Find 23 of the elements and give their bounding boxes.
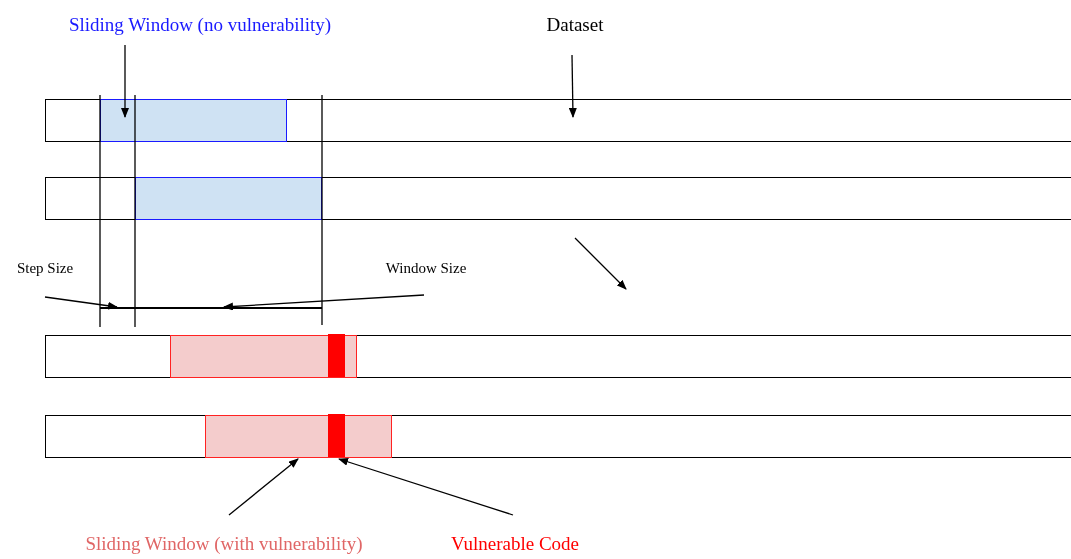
vulnerable-code-bar [328,334,345,377]
arrow [568,54,577,118]
window-box [169,334,357,378]
window-box [99,98,287,142]
dataset-strip [45,177,1071,220]
text-label: Sliding Window (with vulnerability) [85,531,363,556]
dataset-strip [45,335,1071,378]
text-label: Sliding Window (no vulnerability) [68,12,332,37]
arrow [228,458,299,516]
vulnerable-code-bar [328,414,345,457]
text-label: Vulnerable Code [450,531,580,556]
text-label: Window Size [385,258,467,278]
text-label: Dataset [546,12,604,37]
dataset-strip [45,415,1071,458]
arrow [44,296,118,310]
arrow [121,44,129,118]
window-box [204,414,392,458]
arrow [338,457,514,516]
window-box [134,176,322,220]
dataset-strip [45,99,1071,142]
text-label: Step Size [16,258,74,278]
arrow [223,294,425,311]
dimension-line [100,307,322,309]
